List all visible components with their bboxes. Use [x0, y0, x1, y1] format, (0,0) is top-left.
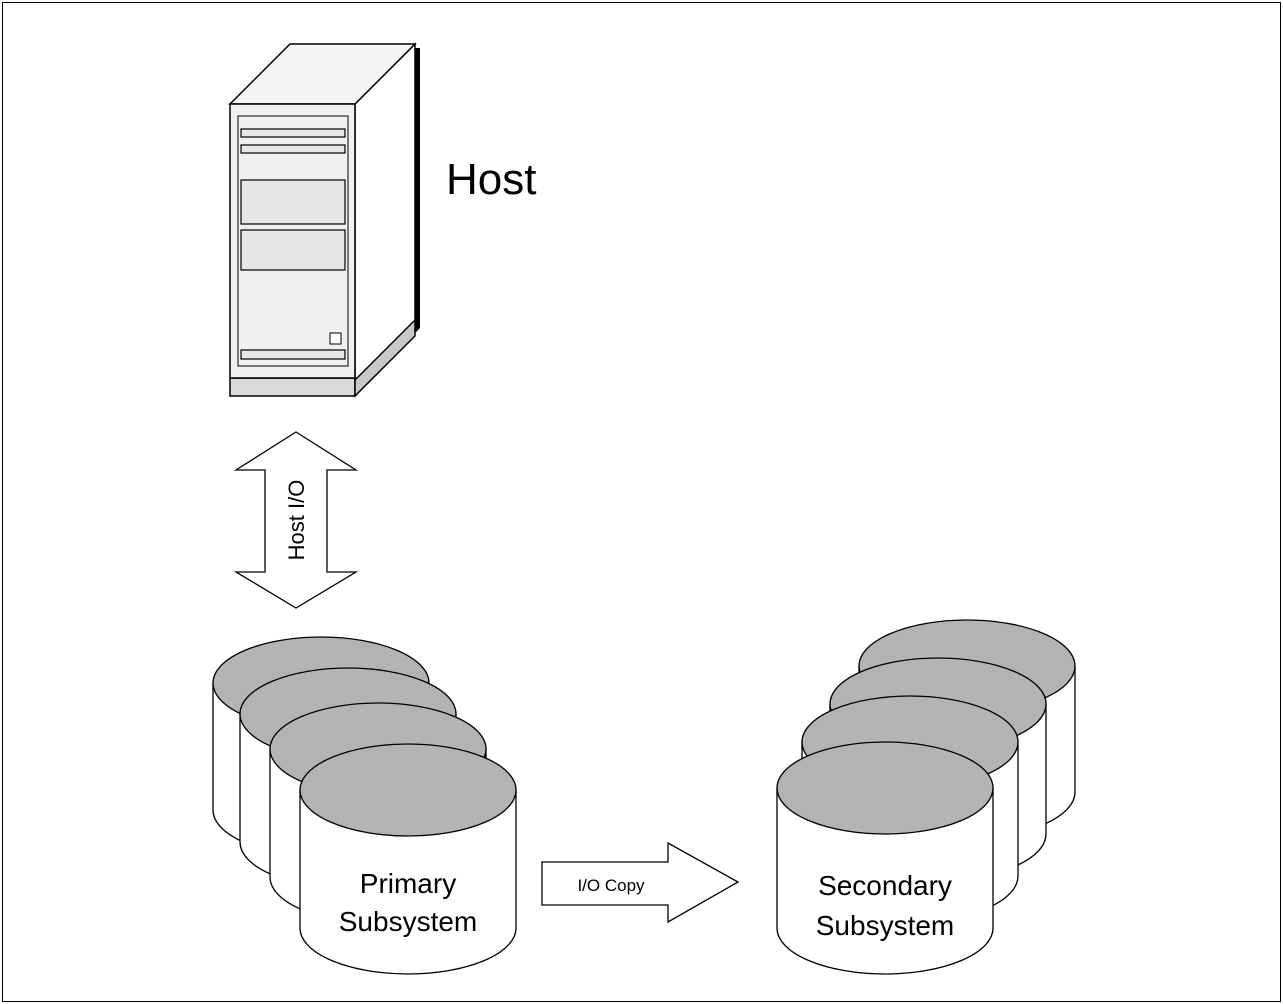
right-arrow-icon: [541, 841, 740, 924]
disk-stack-icon: [212, 636, 517, 975]
io-copy-label: I/O Copy: [577, 876, 645, 895]
disk-stack-icon: [776, 619, 1076, 975]
primary-label-line1: Primary: [360, 868, 456, 899]
host-label: Host: [446, 155, 536, 204]
secondary-label-line1: Secondary: [818, 870, 952, 901]
primary-label-line2: Subsystem: [339, 906, 478, 937]
server-tower-icon: [228, 42, 420, 398]
secondary-label-line2: Subsystem: [816, 910, 955, 941]
double-arrow-icon: [233, 431, 359, 609]
host-io-label: Host I/O: [284, 480, 309, 561]
